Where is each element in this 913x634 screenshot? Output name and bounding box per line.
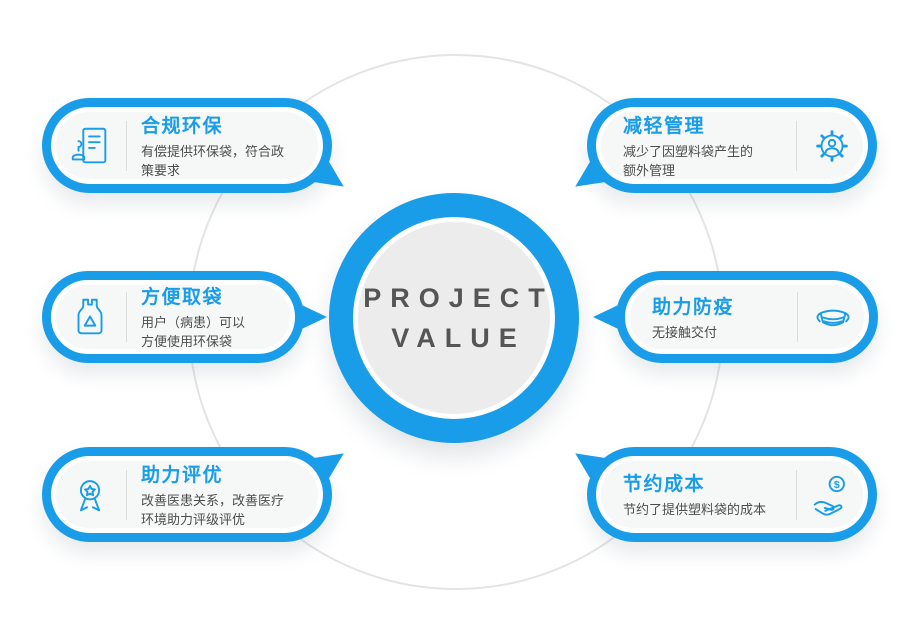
award-medal-icon <box>56 472 124 518</box>
icon-text-divider <box>126 120 127 171</box>
pill-desc: 减少了因塑料袋产生的 额外管理 <box>623 143 754 178</box>
center-circle: PROJECT VALUE <box>329 193 579 443</box>
center-title-line1: PROJECT <box>363 283 554 313</box>
icon-text-divider <box>796 120 797 171</box>
pill-desc: 改善医患关系，改善医疗 环境助力评级评优 <box>141 492 285 527</box>
pill-title: 助力防疫 <box>652 296 735 318</box>
pill-epidemic: 助力防疫 无接触交付 <box>593 271 878 363</box>
pill-management: 减轻管理 减少了因塑料袋产生的 额外管理 <box>587 98 877 193</box>
pill-compliance: 合规环保 有偿提供环保袋，符合政 策要求 <box>42 98 332 193</box>
pill-rating: 助力评优 改善医患关系，改善医疗 环境助力评级评优 <box>42 447 332 542</box>
dollar-glyph: $ <box>834 478 840 490</box>
recycle-bag-icon <box>56 294 124 340</box>
center-title-line2: VALUE <box>391 323 526 353</box>
pill-desc: 有偿提供环保袋，符合政 策要求 <box>141 143 285 178</box>
pill-title: 节约成本 <box>623 474 706 496</box>
icon-text-divider <box>126 469 127 520</box>
pill-title: 减轻管理 <box>623 115 706 137</box>
face-mask-icon <box>802 294 864 340</box>
pill-title: 助力评优 <box>141 464 224 486</box>
pill-desc: 无接触交付 <box>652 324 718 340</box>
pill-desc: 节约了提供塑料袋的成本 <box>623 502 767 518</box>
gear-user-icon <box>801 123 863 169</box>
icon-text-divider <box>796 469 797 520</box>
pill-desc: 用户（病患）可以 方便使用环保袋 <box>141 315 246 349</box>
icon-text-divider <box>797 292 798 342</box>
pill-title: 合规环保 <box>141 115 224 137</box>
icon-text-divider <box>126 292 127 342</box>
center-circle-inner: PROJECT VALUE <box>353 217 555 419</box>
pill-cost: 节约成本 节约了提供塑料袋的成本 $ <box>587 447 877 542</box>
pill-title: 方便取袋 <box>141 287 224 309</box>
hand-coin-icon: $ <box>801 472 863 518</box>
stamp-document-icon <box>56 123 124 169</box>
pill-bag-access: 方便取袋 用户（病患）可以 方便使用环保袋 <box>42 271 327 363</box>
